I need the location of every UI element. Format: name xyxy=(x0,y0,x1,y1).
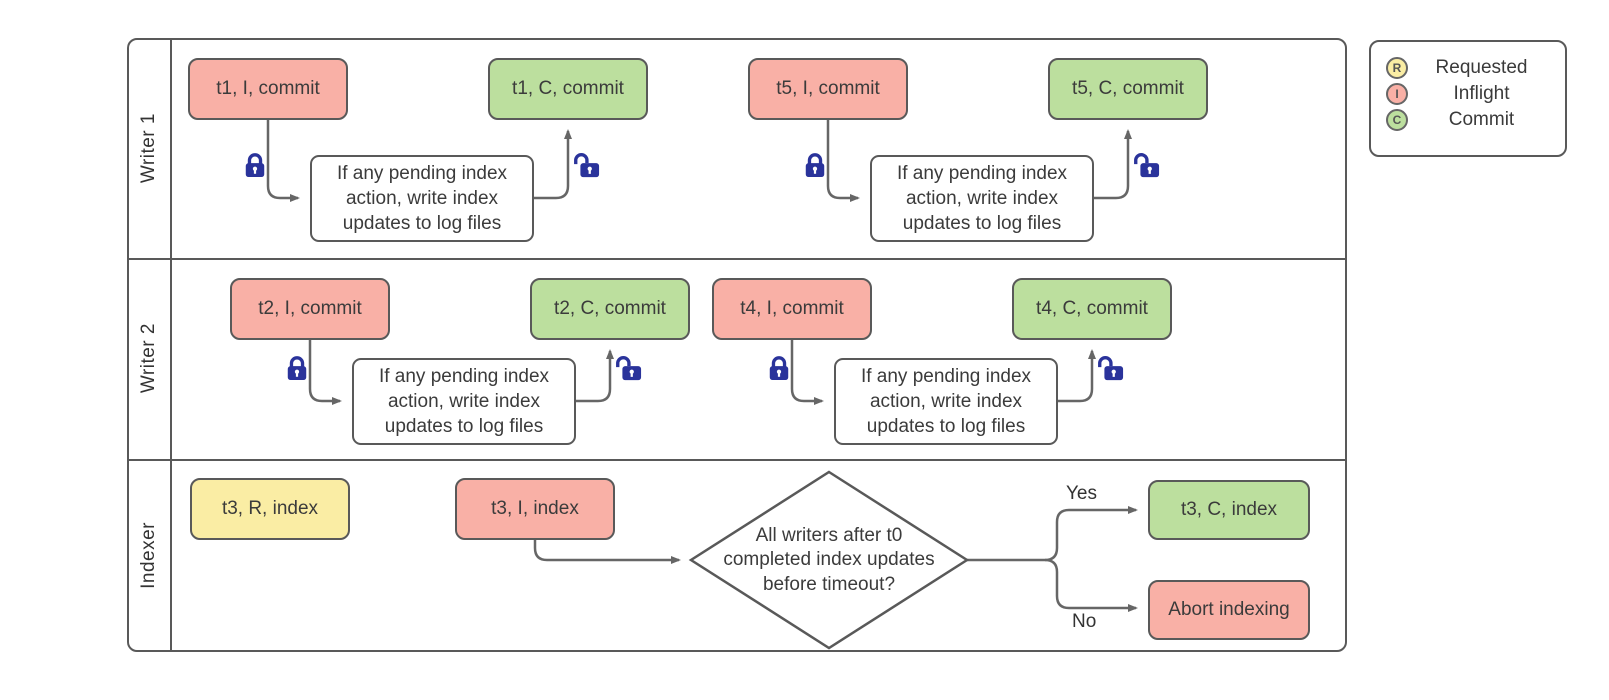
decision-line-3: before timeout? xyxy=(762,573,896,595)
lane-label-writer1: Writer 1 xyxy=(138,112,159,184)
decision-line-2: completed index updates xyxy=(723,549,935,571)
lock-open-icon xyxy=(616,356,642,381)
commit-badge-icon: C xyxy=(1386,109,1408,131)
legend-item-inflight: I Inflight xyxy=(1386,81,1555,107)
legend-label: Inflight xyxy=(1453,83,1510,104)
legend-item-commit: C Commit xyxy=(1386,107,1555,133)
node-t5-commit: t5, C, commit xyxy=(1048,58,1208,120)
lock-closed-icon xyxy=(769,356,789,380)
node-t3-requested: t3, R, index xyxy=(190,478,350,540)
node-t4-commit: t4, C, commit xyxy=(1012,278,1172,340)
lock-open-icon xyxy=(1134,153,1160,178)
lane-divider-2 xyxy=(127,459,1347,461)
decision-text: All writers after t0 completed index upd… xyxy=(704,524,954,597)
legend-item-requested: R Requested xyxy=(1386,55,1555,81)
requested-badge-icon: R xyxy=(1386,57,1408,79)
legend-label: Commit xyxy=(1448,109,1515,130)
lane-label-indexer: Indexer xyxy=(138,522,159,589)
lane-label-writer2: Writer 2 xyxy=(138,323,159,394)
decision-line-1: All writers after t0 xyxy=(755,525,903,546)
node-t4-inflight: t4, I, commit xyxy=(712,278,872,340)
label-column-divider xyxy=(170,38,172,652)
node-abort-indexing: Abort indexing xyxy=(1148,580,1310,640)
node-t3-inflight: t3, I, index xyxy=(455,478,615,540)
process-note-w1b: If any pending index action, write index… xyxy=(870,155,1094,243)
lane-divider-1 xyxy=(127,258,1347,260)
lock-closed-icon xyxy=(245,153,265,177)
legend-label: Requested xyxy=(1435,57,1528,78)
no-label: No xyxy=(1072,611,1097,632)
node-t1-commit: t1, C, commit xyxy=(488,58,648,120)
lock-open-icon xyxy=(1098,356,1124,381)
node-t2-inflight: t2, I, commit xyxy=(230,278,390,340)
node-t2-commit: t2, C, commit xyxy=(530,278,690,340)
process-note-w2b: If any pending index action, write index… xyxy=(834,358,1058,446)
yes-label: Yes xyxy=(1066,483,1097,504)
process-note-w1a: If any pending index action, write index… xyxy=(310,155,534,243)
node-t3-commit: t3, C, index xyxy=(1148,480,1310,540)
lock-closed-icon xyxy=(805,153,825,177)
inflight-badge-icon: I xyxy=(1386,83,1408,105)
lock-closed-icon xyxy=(287,356,307,380)
node-t5-inflight: t5, I, commit xyxy=(748,58,908,120)
legend: R Requested I Inflight C Commit xyxy=(1369,40,1567,157)
lock-open-icon xyxy=(574,153,600,178)
node-t1-inflight: t1, I, commit xyxy=(188,58,348,120)
process-note-w2a: If any pending index action, write index… xyxy=(352,358,576,446)
